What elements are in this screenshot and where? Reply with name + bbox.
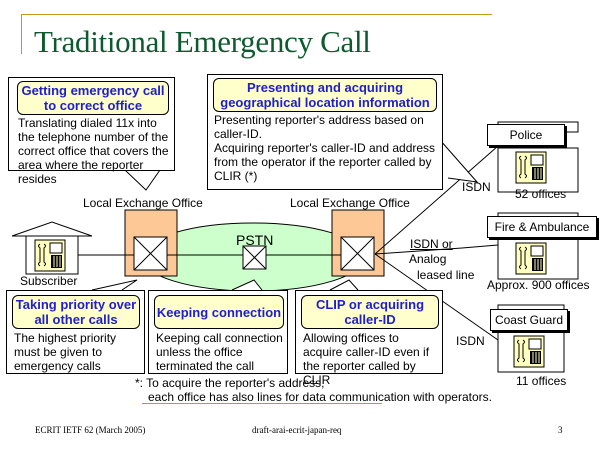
footer-center: draft-arai-ecrit-japan-req xyxy=(252,425,342,435)
callout-keeping-connection: Keeping connection Keeping call connecti… xyxy=(148,290,288,374)
callout-clip: CLIP or acquiring caller-ID Allowing off… xyxy=(295,290,443,387)
callout-taking-priority: Taking priority over all other calls The… xyxy=(6,290,145,374)
office-police-label: Police xyxy=(487,124,565,146)
link-coast-label: ISDN xyxy=(456,334,485,348)
callout-clip-body: Allowing offices to acquire caller-ID ev… xyxy=(303,331,430,387)
callout-presenting-location-heading: Presenting and acquiring geographical lo… xyxy=(213,78,437,112)
line-to-police xyxy=(374,145,499,255)
pointer-taking-priority xyxy=(91,279,138,291)
switch-icon-left xyxy=(133,236,168,271)
callout-getting-call-heading: Getting emergency call to correct office xyxy=(17,81,169,115)
telephone-icon-subscriber xyxy=(34,239,66,272)
callout-taking-priority-body: The highest priority must be given to em… xyxy=(14,331,117,373)
link-fire-label-2: Analog xyxy=(409,252,447,266)
pointer-clip xyxy=(329,279,359,291)
callout-keeping-connection-body: Keeping call connection unless the offic… xyxy=(156,331,283,373)
office-coast-count: 11 offices xyxy=(516,374,567,388)
slide-title: Traditional Emergency Call xyxy=(34,24,371,59)
callout-keeping-connection-heading: Keeping connection xyxy=(154,295,284,329)
callout-getting-call: Getting emergency call to correct office… xyxy=(8,77,175,186)
callout-presenting-location: Presenting and acquiring geographical lo… xyxy=(207,74,443,190)
switch-icon-right xyxy=(340,236,375,271)
telephone-icon-police xyxy=(515,151,547,184)
callout-clip-heading: CLIP or acquiring caller-ID xyxy=(301,295,439,329)
pointer-keeping-connection xyxy=(231,279,263,291)
callout-getting-call-body: Translating dialed 11x into the telephon… xyxy=(18,116,169,186)
callout-presenting-location-line-2: Acquiring reporter's caller-ID and addre… xyxy=(214,141,436,183)
footer-left: ECRIT IETF 62 (March 2005) xyxy=(35,425,146,435)
bottom-rule xyxy=(142,403,382,404)
callout-presenting-location-line-1: Presenting reporter's address based on c… xyxy=(214,113,424,141)
callout-presenting-location-body: Presenting reporter's address based on c… xyxy=(214,113,442,183)
office-police-count: 52 offices xyxy=(515,187,567,201)
link-fire-label-1: ISDN or xyxy=(410,237,453,251)
link-police-label: ISDN xyxy=(462,180,491,194)
subscriber-label: Subscriber xyxy=(20,274,78,288)
pointer-getting-call xyxy=(124,169,161,191)
line-to-fire-2 xyxy=(461,244,499,249)
local-exchange-left-label: Local Exchange Office xyxy=(83,196,203,210)
footer-page-number: 3 xyxy=(558,425,563,435)
telephone-icon-coast xyxy=(513,335,545,368)
coast-guard-building xyxy=(497,304,565,373)
office-fire-count: Approx. 900 offices xyxy=(487,278,590,292)
link-fire-label-3: leased line xyxy=(417,268,475,282)
telephone-icon-fire xyxy=(515,242,547,275)
footnote-line-2: each office has also lines for data comm… xyxy=(148,390,492,404)
switch-icon-pstn xyxy=(242,245,267,270)
pointer-presenting-location xyxy=(439,139,479,183)
footnote-line-1: *: To acquire the reporter's address, xyxy=(135,376,325,390)
office-coast-label: Coast Guard xyxy=(490,309,568,331)
callout-taking-priority-heading: Taking priority over all other calls xyxy=(12,295,140,329)
title-rule-top xyxy=(21,14,492,15)
line-to-fire xyxy=(374,247,463,255)
title-rule-left xyxy=(21,14,22,54)
local-exchange-right-label: Local Exchange Office xyxy=(290,196,410,210)
pstn-label: PSTN xyxy=(236,232,274,248)
office-fire-label: Fire & Ambulance xyxy=(487,216,597,238)
subscriber-house-icon xyxy=(11,221,93,275)
